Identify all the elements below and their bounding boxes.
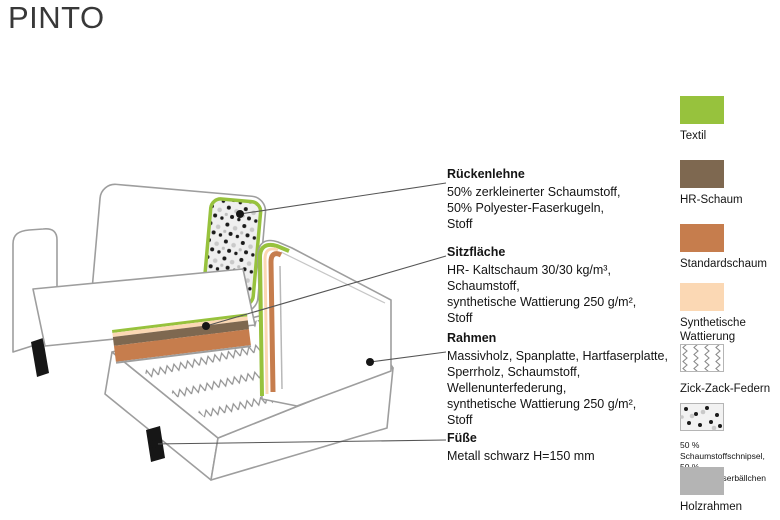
- annotation-line: Wellenunterfederung,: [447, 381, 567, 395]
- legend-label: Synthetische Wattierung: [680, 316, 780, 344]
- annotation-sitzflaeche: Sitzfläche HR- Kaltschaum 30/30 kg/m³, S…: [447, 244, 685, 326]
- layer-hr-foam: [112, 320, 249, 346]
- leader-line-rueckenlehne: [239, 182, 447, 215]
- right-armrest: [257, 239, 392, 407]
- zick-zack-swatch: [680, 344, 724, 372]
- annotation-fuesse: Füße Metall schwarz H=150 mm: [447, 430, 685, 464]
- annotation-heading: Rahmen: [447, 331, 497, 345]
- legend-label: Holzrahmen: [680, 501, 742, 513]
- armrest-textile-layer: [258, 242, 290, 397]
- legend-label: HR-Schaum: [680, 194, 743, 206]
- layer-textile: [112, 313, 248, 333]
- legend-label: Textil: [680, 130, 707, 142]
- layer-standard-foam: [113, 329, 251, 362]
- annotation-line: 50% zerkleinerter Schaumstoff,: [447, 185, 621, 199]
- annotation-rahmen: Rahmen Massivholz, Spanplatte, Hartfaser…: [447, 330, 685, 428]
- annotation-rueckenlehne: Rückenlehne 50% zerkleinerter Schaumstof…: [447, 166, 685, 232]
- annotation-line: Stoff: [447, 311, 473, 325]
- legend-item-zick-zack-federn: Zick-Zack-Federn: [680, 344, 780, 396]
- armrest-wadding-layer: [263, 247, 279, 395]
- holzrahmen-swatch: [680, 467, 724, 495]
- annotation-line: Schaumstoff,: [447, 279, 520, 293]
- page-title: PINTO: [8, 0, 105, 35]
- schnipsel-swatch: [680, 403, 724, 431]
- legend-item-standardschaum: Standardschaum: [680, 224, 780, 271]
- leader-dot-rahmen: [366, 358, 374, 366]
- layer-wadding: [112, 316, 248, 337]
- leader-dot-rueckenlehne: [236, 210, 244, 218]
- leader-dot-sitzflaeche: [202, 322, 210, 330]
- legend-label: Zick-Zack-Federn: [680, 383, 771, 395]
- standardschaum-swatch: [680, 224, 724, 252]
- legend-label: Standardschaum: [680, 258, 767, 270]
- annotation-line: Sperrholz, Schaumstoff,: [447, 365, 581, 379]
- legend-label-line: 50 % Schaumstoffschnipsel,: [680, 440, 765, 461]
- leader-dot-fuesse: [150, 440, 158, 448]
- legend-item-textil: Textil: [680, 96, 780, 143]
- hr-schaum-swatch: [680, 160, 724, 188]
- legend-item-synthetische-wattierung: Synthetische Wattierung: [680, 283, 780, 344]
- leader-dots: [150, 210, 374, 448]
- leader-lines: [153, 182, 447, 445]
- annotation-line: Metall schwarz H=150 mm: [447, 449, 595, 463]
- annotation-heading: Rückenlehne: [447, 167, 525, 181]
- leader-line-rahmen: [369, 351, 447, 363]
- annotation-line: 50% Polyester-Faserkugeln,: [447, 201, 605, 215]
- textil-swatch: [680, 96, 724, 124]
- legend-item-holzrahmen: Holzrahmen: [680, 467, 780, 514]
- wattierung-swatch: [680, 283, 724, 311]
- metal-leg-rear: [31, 338, 49, 377]
- annotation-line: synthetische Wattierung 250 g/m²,: [447, 295, 637, 309]
- frame-cross-section: [112, 313, 252, 364]
- annotation-line: Stoff: [447, 217, 473, 231]
- layer-wood: [115, 345, 252, 364]
- legend-label-line: Wattierung: [680, 331, 736, 343]
- legend-label-line: Synthetische: [680, 317, 746, 329]
- annotation-line: Stoff: [447, 413, 473, 427]
- leader-line-fuesse: [153, 439, 447, 445]
- armrest-foam-layer: [268, 251, 283, 393]
- annotation-line: Massivholz, Spanplatte, Hartfaserplatte,: [447, 349, 668, 363]
- leader-line-sitzflaeche: [205, 255, 447, 327]
- legend-item-hr-schaum: HR-Schaum: [680, 160, 780, 207]
- annotation-line: synthetische Wattierung 250 g/m²,: [447, 397, 637, 411]
- annotation-heading: Füße: [447, 431, 477, 445]
- annotation-heading: Sitzfläche: [447, 245, 506, 259]
- annotation-line: HR- Kaltschaum 30/30 kg/m³,: [447, 263, 611, 277]
